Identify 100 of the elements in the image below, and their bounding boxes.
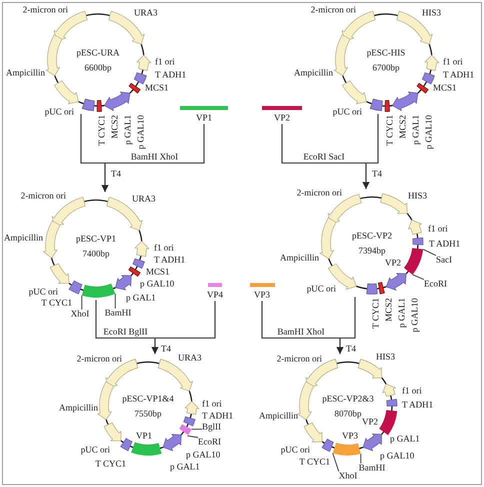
feature-label: f1 ori <box>428 224 448 234</box>
feature-label: p GAL10 <box>380 452 414 460</box>
fragment-label: VP2 <box>274 114 290 122</box>
plasmid-name: pESC-HIS <box>366 48 406 58</box>
arrow <box>261 301 344 354</box>
feature-label: f1 ori <box>154 244 174 252</box>
feature-label: pUC ori <box>28 288 58 296</box>
feature-label: p GAL1 <box>124 115 132 145</box>
feature-label: Ampicillin <box>294 68 333 78</box>
edge-label: T4 <box>160 344 172 354</box>
feature-label: p GAL10 <box>186 450 220 460</box>
restriction-site-label: EcoRI <box>424 280 447 288</box>
feature-label: URA3 <box>178 354 202 362</box>
arrow <box>102 124 205 192</box>
feature-label: p GAL1 <box>126 294 156 302</box>
feature-label: T CYC1 <box>386 115 394 146</box>
edge-label: BamHI XhoI <box>130 152 180 162</box>
feature-label: 2-micron ori <box>20 192 66 200</box>
plasmid-size: 8070bp <box>334 410 362 418</box>
arrow <box>281 124 370 189</box>
restriction-site-label: BamHI <box>358 464 386 472</box>
plasmid-size: 6700bp <box>372 64 400 72</box>
feature-label: 2-micron ori <box>296 188 342 198</box>
restriction-site-label: BamHI <box>104 308 132 318</box>
leader-line <box>114 293 116 309</box>
feature-label: MCS2 <box>398 115 408 139</box>
feature-label: 2-micron ori <box>22 6 68 14</box>
insert-label: VP2 <box>362 418 378 426</box>
restriction-site-label: BglII <box>202 422 221 432</box>
leader-line <box>412 274 424 280</box>
feature-label: p GAL10 <box>410 298 420 332</box>
feature-label: HIS3 <box>422 8 442 18</box>
feature-label: T CYC1 <box>95 460 126 468</box>
feature-label: T CYC1 <box>98 115 106 146</box>
insert-label: VP3 <box>342 432 358 440</box>
insert-label: VP2 <box>384 258 401 268</box>
edge-label: T4 <box>110 170 122 178</box>
feature-label: p GAL10 <box>424 115 434 150</box>
feature-label: T CYC1 <box>41 298 72 308</box>
feature-label: T ADH1 <box>402 400 434 410</box>
leader-line <box>81 295 82 310</box>
fragment-label: VP3 <box>254 290 270 300</box>
feature-label: p GAL10 <box>136 115 146 150</box>
restriction-site-label: XhoI <box>338 472 358 480</box>
feature-label: HIS3 <box>408 192 428 200</box>
feature-label: URA3 <box>132 194 156 204</box>
feature-label: f1 ori <box>443 58 463 66</box>
fragment-label: VP4 <box>207 290 223 300</box>
feature-label: Ampicillin <box>6 68 45 78</box>
feature-label: T ADH1 <box>154 256 186 264</box>
plasmid-size: 7394bp <box>358 246 386 256</box>
edge-label: EcoRI BglII <box>102 328 149 336</box>
edge-label: EcoRI SacI <box>302 152 346 162</box>
feature-label: 2-micron ori <box>276 354 322 364</box>
feature-label: p GAL1 <box>412 115 420 145</box>
feature-label: pUC ori <box>80 446 110 454</box>
plasmid-size: 6600bp <box>84 64 112 72</box>
feature-label: pUC ori <box>332 108 362 116</box>
edge-label: T4 <box>371 170 383 178</box>
arrow <box>152 301 216 354</box>
feature-label: T CYC1 <box>372 298 380 329</box>
fragment-label: VP1 <box>196 114 212 122</box>
feature-label: pUC ori <box>280 446 310 454</box>
feature-label: T ADH1 <box>429 240 460 248</box>
feature-label: Ampicillin <box>59 404 98 412</box>
feature-label: Ampicillin <box>280 254 319 262</box>
feature-label: T ADH1 <box>202 412 234 420</box>
feature-label: f1 ori <box>155 58 175 66</box>
feature-label: T CYC1 <box>299 458 330 466</box>
feature-label: Ampicillin <box>259 412 298 420</box>
feature-label: HIS3 <box>376 352 396 362</box>
feature-label: p GAL1 <box>398 298 406 328</box>
feature-label: URA3 <box>134 8 158 18</box>
feature-label: T ADH1 <box>155 70 186 80</box>
feature-label: 2-micron ori <box>76 354 122 364</box>
feature-label: 2-micron ori <box>310 6 356 14</box>
feature-label: pUC ori <box>44 108 74 116</box>
feature-label: MCS1 <box>433 84 457 92</box>
edge-label: T4 <box>345 344 357 354</box>
feature-label: T ADH1 <box>443 70 474 80</box>
edge-label: BamHI XhoI <box>276 328 326 336</box>
plasmid-name: pESC-VP2 <box>352 232 392 240</box>
restriction-site-label: XhoI <box>70 310 90 318</box>
leader-line <box>360 453 362 464</box>
feature-label: p GAL10 <box>140 280 174 288</box>
feature-label: MCS2 <box>110 115 120 139</box>
restriction-site-label: SacI <box>436 256 452 264</box>
leader-line <box>191 428 202 430</box>
feature-label: Ampicillin <box>4 234 43 242</box>
feature-label: MCS1 <box>146 268 170 276</box>
plasmid-name: pESC-URA <box>76 48 120 58</box>
feature-label: p GAL1 <box>170 462 200 472</box>
feature-label: MCS1 <box>145 84 169 92</box>
feature-label: pUC ori <box>306 284 336 294</box>
leader-line <box>332 452 340 472</box>
feature-label: MCS2 <box>384 298 394 322</box>
feature-label: f1 ori <box>202 400 222 408</box>
feature-label: p GAL1 <box>390 434 420 444</box>
plasmid-name: pESC-VP2&3 <box>322 394 374 404</box>
leader-line <box>422 248 436 256</box>
